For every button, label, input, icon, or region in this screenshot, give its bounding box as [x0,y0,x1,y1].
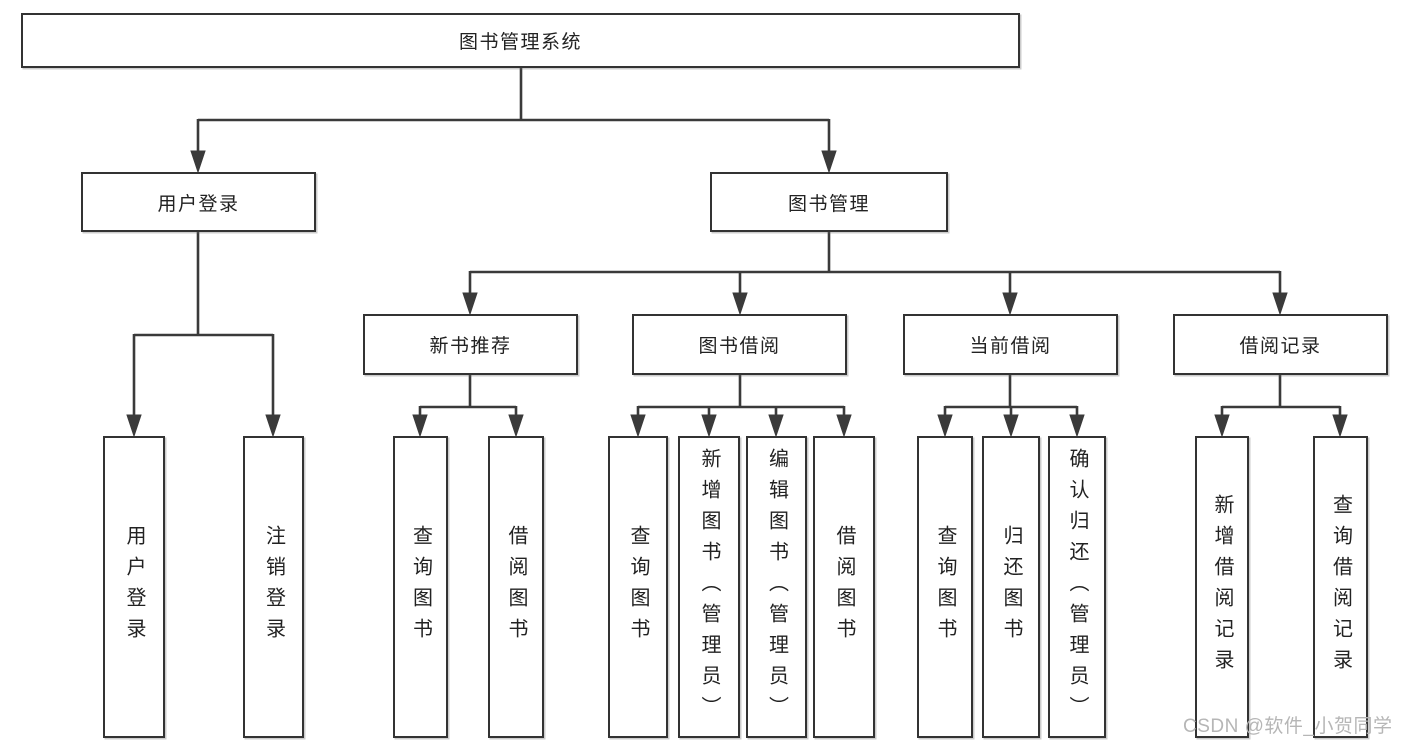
arrow-down-icon [462,292,478,316]
node-leaf-logout: 注销登录 [243,436,304,738]
node-label-leaf-bb-query-book: 查询图书 [627,525,649,649]
arrow-down-icon [412,414,428,438]
arrow-down-icon [1214,414,1230,438]
node-label-leaf-cb-query-book: 查询图书 [934,525,956,649]
node-label-leaf-nbr-borrow-book: 借阅图书 [505,525,527,649]
node-leaf-cb-query-book: 查询图书 [917,436,973,738]
connector-path [1220,375,1342,419]
arrow-down-icon [265,414,281,438]
node-leaf-br-add-record: 新增借阅记录 [1195,436,1249,738]
watermark: CSDN @软件_小贺同学 [1183,716,1393,737]
node-label-leaf-logout: 注销登录 [262,525,285,649]
connector-tree-3 [412,375,524,438]
node-label-new-book-recommend: 新书推荐 [429,336,512,357]
connector-tree-0 [190,68,837,174]
connector-tree-6 [1214,375,1348,438]
arrow-down-icon [508,414,524,438]
connector-path [418,375,518,419]
node-label-borrowing-records: 借阅记录 [1239,336,1322,357]
node-label-leaf-cb-return-book: 归还图书 [1000,525,1022,649]
arrow-down-icon [126,414,142,438]
connector-path [943,375,1079,419]
connector-tree-1 [126,232,281,438]
connector-path [636,375,846,419]
connector-path [196,68,831,155]
node-label-leaf-bb-add-book: 新增图书（管理员） [698,447,720,727]
connector-tree-4 [630,375,852,438]
node-label-leaf-bb-borrow-book: 借阅图书 [833,525,855,649]
arrow-down-icon [732,292,748,316]
node-user-login: 用户登录 [81,172,316,232]
arrow-down-icon [1069,414,1085,438]
connector-tree-2 [462,232,1288,316]
arrow-down-icon [1332,414,1348,438]
node-book-management: 图书管理 [710,172,948,232]
arrow-down-icon [1003,414,1019,438]
node-label-root: 图书管理系统 [458,32,582,53]
node-leaf-bb-add-book: 新增图书（管理员） [678,436,740,738]
node-label-book-borrowing: 图书借阅 [698,336,781,357]
node-book-borrowing: 图书借阅 [632,314,847,375]
node-leaf-bb-borrow-book: 借阅图书 [813,436,875,738]
node-leaf-nbr-borrow-book: 借阅图书 [488,436,544,738]
node-label-leaf-user-login: 用户登录 [123,525,145,649]
arrow-down-icon [630,414,646,438]
connector-path [132,232,275,419]
arrow-down-icon [190,150,206,174]
node-leaf-nbr-query-book: 查询图书 [393,436,448,738]
node-label-book-management: 图书管理 [787,193,870,215]
node-new-book-recommend: 新书推荐 [363,314,578,375]
node-leaf-cb-confirm-return: 确认归还（管理员） [1048,436,1106,738]
node-leaf-cb-return-book: 归还图书 [982,436,1040,738]
arrow-down-icon [768,414,784,438]
node-leaf-user-login: 用户登录 [103,436,165,738]
arrow-down-icon [821,150,837,174]
arrow-down-icon [1272,292,1288,316]
node-root: 图书管理系统 [21,13,1020,68]
arrow-down-icon [701,414,717,438]
node-label-leaf-bb-edit-book: 编辑图书（管理员） [765,447,788,727]
node-leaf-bb-edit-book: 编辑图书（管理员） [746,436,807,738]
node-leaf-bb-query-book: 查询图书 [608,436,668,738]
node-label-leaf-br-add-record: 新增借阅记录 [1211,494,1233,680]
node-label-leaf-br-query-record: 查询借阅记录 [1329,494,1352,680]
node-current-borrowing: 当前借阅 [903,314,1118,375]
arrow-down-icon [836,414,852,438]
arrow-down-icon [1002,292,1018,316]
node-label-leaf-cb-confirm-return: 确认归还（管理员） [1066,447,1088,727]
node-label-leaf-nbr-query-book: 查询图书 [409,525,432,649]
arrow-down-icon [937,414,953,438]
node-borrowing-records: 借阅记录 [1173,314,1388,375]
connector-path [468,232,1282,297]
connector-tree-5 [937,375,1085,438]
node-label-user-login: 用户登录 [157,193,240,215]
node-leaf-br-query-record: 查询借阅记录 [1313,436,1368,738]
node-label-current-borrowing: 当前借阅 [969,336,1052,357]
